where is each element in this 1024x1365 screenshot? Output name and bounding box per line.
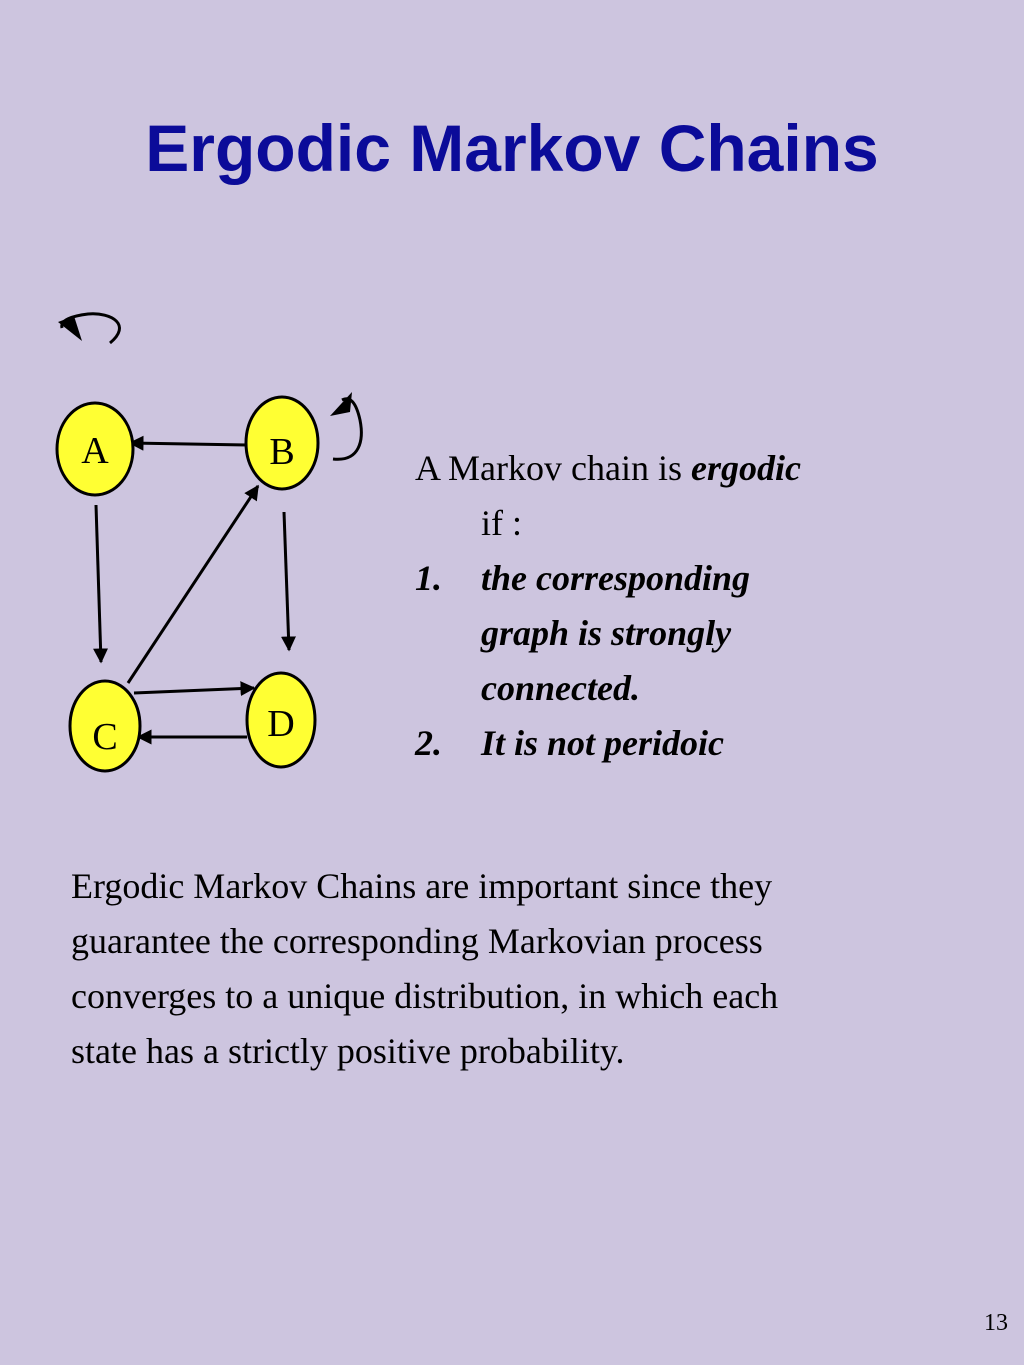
definition-term: ergodic <box>690 448 801 488</box>
node-a: A <box>55 401 135 497</box>
definition-intro-prefix: A Markov chain is <box>415 448 691 488</box>
node-b: B <box>244 395 320 491</box>
definition-item-1-line-1: the corresponding <box>481 558 751 598</box>
paragraph-line: converges to a unique distribution, in w… <box>71 976 779 1016</box>
loop-arrowhead-b <box>330 392 352 416</box>
edge-b-to-a <box>128 435 248 451</box>
edge-b-to-d <box>281 511 297 652</box>
definition-intro-suffix: if : <box>481 503 522 543</box>
node-c-label: C <box>92 716 117 758</box>
page-number: 13 <box>984 1310 1008 1336</box>
definition-item-1-line-3: connected. <box>481 668 640 708</box>
definition-item-2-line-1: It is not peridoic <box>481 723 725 763</box>
definition-item-2: 2. It is not peridoic <box>415 716 975 771</box>
definition-item-1-number: 1. <box>415 558 442 598</box>
markov-chain-graph: A B C D <box>55 312 363 773</box>
node-b-label: B <box>269 431 294 473</box>
definition-item-1: 1. the corresponding graph is strongly co… <box>415 551 975 716</box>
ergodic-definition: A Markov chain is ergodic if : 1. the cor… <box>415 441 975 771</box>
slide-title: Ergodic Markov Chains <box>145 111 879 185</box>
importance-paragraph: Ergodic Markov Chains are important sinc… <box>71 859 991 1079</box>
edge-a-to-c <box>93 504 109 664</box>
edge-c-to-d <box>133 681 256 697</box>
definition-item-1-line-2: graph is strongly <box>481 613 732 653</box>
definition-intro: A Markov chain is ergodic <box>415 441 975 496</box>
loop-arrowhead-topleft <box>58 316 82 341</box>
definition-item-2-number: 2. <box>415 723 442 763</box>
edge-c-to-b <box>126 484 260 684</box>
node-d-label: D <box>267 703 294 745</box>
paragraph-line: guarantee the corresponding Markovian pr… <box>71 921 763 961</box>
paragraph-line: Ergodic Markov Chains are important sinc… <box>71 866 773 906</box>
node-c: C <box>68 679 142 773</box>
node-a-label: A <box>81 430 109 472</box>
paragraph-line: state has a strictly positive probabilit… <box>71 1031 625 1071</box>
node-d: D <box>245 671 317 769</box>
